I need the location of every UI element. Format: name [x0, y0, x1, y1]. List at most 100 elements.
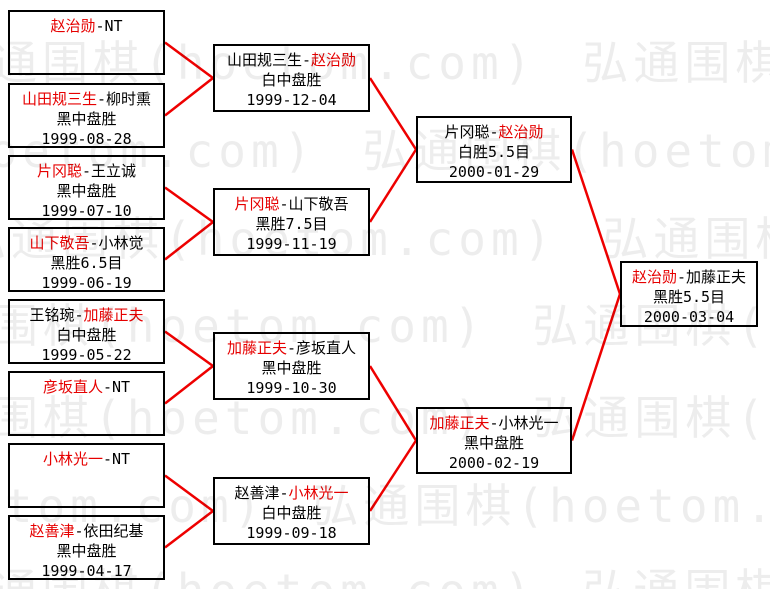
player-1: 加藤正夫 — [226, 339, 287, 357]
match-date: 1999-10-30 — [246, 379, 337, 397]
match-box-r2m2: 片冈聪-山下敬吾 黑胜7.5目 1999-11-19 — [213, 188, 370, 256]
vs-separator: - — [74, 306, 84, 324]
vs-separator: - — [102, 450, 112, 468]
player-2: 加藤正夫 — [83, 306, 144, 324]
player-1: 赵善津 — [29, 522, 75, 540]
match-result: 黑胜5.5目 — [652, 288, 726, 306]
match-box-r2m1: 山田规三生-赵治勋 白中盘胜 1999-12-04 — [213, 44, 370, 112]
player-2: 赵治勋 — [311, 51, 357, 69]
match-box-final: 赵治勋-加藤正夫 黑胜5.5目 2000-03-04 — [620, 261, 758, 327]
players-line: 片冈聪-山下敬吾 — [215, 194, 368, 214]
match-date: 1999-11-19 — [246, 235, 337, 253]
vs-separator: - — [81, 162, 92, 180]
vs-separator: - — [102, 378, 112, 396]
player-1: 山下敬吾 — [29, 234, 90, 252]
player-2: 依田纪基 — [83, 522, 144, 540]
match-result: 白中盘胜 — [56, 326, 117, 344]
vs-separator: - — [676, 268, 687, 286]
vs-separator: - — [96, 90, 107, 108]
vs-separator: - — [95, 17, 105, 35]
player-2: 小林光一 — [288, 484, 349, 502]
match-box-r1m5: 王铭琬-加藤正夫 白中盘胜 1999-05-22 — [8, 299, 165, 364]
match-box-sf2: 加藤正夫-小林光一 黑中盘胜 2000-02-19 — [416, 407, 572, 474]
vs-separator: - — [489, 123, 499, 141]
match-box-sf1: 片冈聪-赵治勋 白胜5.5目 2000-01-29 — [416, 116, 572, 183]
vs-separator: - — [279, 484, 289, 502]
match-box-r1m6: 彦坂直人-NT — [8, 371, 165, 436]
player-2: 赵治勋 — [498, 123, 544, 141]
match-box-r1m3: 片冈聪-王立诚 黑中盘胜 1999-07-10 — [8, 155, 165, 220]
player-2: NT — [111, 378, 131, 396]
player-1: 加藤正夫 — [429, 414, 490, 432]
players-line: 赵治勋-加藤正夫 — [622, 267, 756, 287]
player-2: 柳时熏 — [106, 90, 152, 108]
players-line: 加藤正夫-彦坂直人 — [215, 338, 368, 358]
player-1: 片冈聪 — [234, 195, 280, 213]
match-result: 黑中盘胜 — [56, 182, 117, 200]
match-box-r1m8: 赵善津-依田纪基 黑中盘胜 1999-04-17 — [8, 515, 165, 580]
player-1: 山田规三生 — [226, 51, 302, 69]
vs-separator: - — [489, 414, 499, 432]
match-date: 1999-04-17 — [41, 562, 132, 580]
match-result: 黑中盘胜 — [261, 359, 322, 377]
player-1: 小林光一 — [42, 450, 103, 468]
match-date: 1999-05-22 — [41, 346, 132, 364]
player-1: 赵治勋 — [50, 17, 96, 35]
players-line: 赵善津-依田纪基 — [10, 521, 163, 541]
vs-separator: - — [89, 234, 99, 252]
players-line: 片冈聪-赵治勋 — [418, 122, 570, 142]
players-line: 王铭琬-加藤正夫 — [10, 305, 163, 325]
match-date: 1999-06-19 — [41, 274, 132, 292]
players-line: 片冈聪-王立诚 — [10, 161, 163, 181]
player-1: 赵治勋 — [631, 268, 677, 286]
players-line: 山下敬吾-小林觉 — [10, 233, 163, 253]
player-1: 王铭琬 — [29, 306, 75, 324]
players-line: 加藤正夫-小林光一 — [418, 413, 570, 433]
player-1: 片冈聪 — [444, 123, 490, 141]
match-date: 2000-03-04 — [643, 308, 735, 326]
player-2: NT — [104, 17, 123, 35]
players-line: 小林光一-NT — [10, 449, 163, 469]
player-1: 片冈聪 — [36, 162, 82, 180]
vs-separator: - — [279, 195, 289, 213]
players-line: 赵治勋-NT — [10, 16, 163, 36]
match-result: 黑胜6.5目 — [50, 254, 123, 272]
match-box-r1m4: 山下敬吾-小林觉 黑胜6.5目 1999-06-19 — [8, 227, 165, 292]
players-line: 山田规三生-柳时熏 — [10, 89, 163, 109]
match-box-r2m4: 赵善津-小林光一 白中盘胜 1999-09-18 — [213, 477, 370, 545]
player-2: 王立诚 — [91, 162, 137, 180]
players-line: 彦坂直人-NT — [10, 377, 163, 397]
match-result: 黑中盘胜 — [463, 434, 524, 452]
player-2: NT — [111, 450, 131, 468]
vs-separator: - — [301, 51, 312, 69]
player-1: 彦坂直人 — [42, 378, 103, 396]
vs-separator: - — [74, 522, 84, 540]
match-result: 黑胜7.5目 — [255, 215, 328, 233]
match-box-r2m3: 加藤正夫-彦坂直人 黑中盘胜 1999-10-30 — [213, 332, 370, 400]
match-date: 1999-08-28 — [41, 130, 132, 148]
players-line: 山田规三生-赵治勋 — [215, 50, 368, 70]
match-date: 2000-02-19 — [448, 454, 540, 472]
player-1: 山田规三生 — [21, 90, 97, 108]
vs-separator: - — [286, 339, 297, 357]
match-result: 白中盘胜 — [261, 504, 322, 522]
match-result: 白中盘胜 — [261, 71, 322, 89]
player-2: 加藤正夫 — [686, 268, 747, 286]
match-box-r1m2: 山田规三生-柳时熏 黑中盘胜 1999-08-28 — [8, 83, 165, 148]
players-line: 赵善津-小林光一 — [215, 483, 368, 503]
player-2: 小林光一 — [498, 414, 559, 432]
match-date: 2000-01-29 — [448, 163, 540, 181]
match-result: 白胜5.5目 — [457, 143, 531, 161]
player-1: 赵善津 — [234, 484, 280, 502]
match-date: 1999-12-04 — [246, 91, 337, 109]
player-2: 山下敬吾 — [288, 195, 349, 213]
match-date: 1999-09-18 — [246, 524, 337, 542]
match-box-r1m7: 小林光一-NT — [8, 443, 165, 508]
match-date: 1999-07-10 — [41, 202, 132, 220]
match-box-r1m1: 赵治勋-NT — [8, 10, 165, 75]
match-result: 黑中盘胜 — [56, 110, 117, 128]
player-2: 小林觉 — [98, 234, 144, 252]
match-result: 黑中盘胜 — [56, 542, 117, 560]
